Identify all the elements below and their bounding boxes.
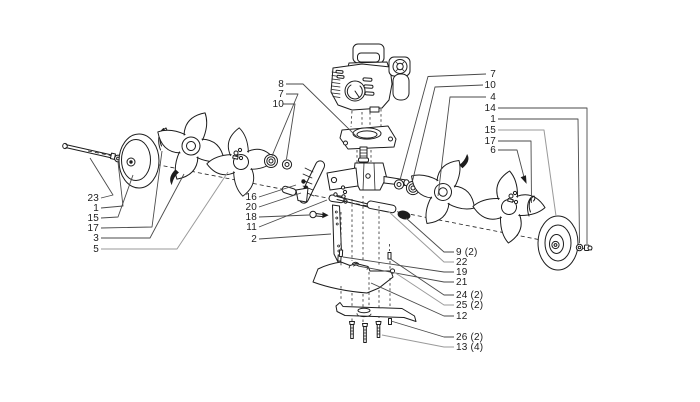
callout-5: 5: [93, 244, 99, 255]
muffler: [392, 73, 410, 101]
engine: [330, 43, 411, 113]
transmission: [326, 146, 410, 195]
callout-8: 8: [278, 79, 284, 90]
callout-23: 23: [87, 193, 99, 204]
tine-shaft: [333, 192, 411, 220]
callout-9: 9 (2): [456, 247, 478, 258]
right-wheel: [537, 215, 579, 271]
callout-1-left: 1: [93, 203, 99, 214]
callout-14: 14: [484, 103, 496, 114]
left-washer: [264, 154, 278, 168]
callout-7-top: 7: [278, 89, 284, 100]
callout-15-left: 15: [87, 213, 99, 224]
callout-24: 24 (2): [456, 290, 483, 301]
leader-lines: [89, 73, 588, 348]
drawbar-arm: [326, 167, 359, 191]
callout-3: 3: [93, 233, 99, 244]
callout-10-right: 10: [484, 80, 496, 91]
callout-11: 11: [246, 222, 257, 233]
right-hairpin-clip: [527, 195, 536, 217]
callout-25: 25 (2): [456, 300, 483, 311]
callout-7-right: 7: [490, 69, 496, 80]
callout-15-right: 15: [484, 125, 496, 136]
alignment-dashes-engine: [350, 109, 382, 128]
callout-20: 20: [245, 202, 257, 213]
alignment-dashes-shield: [340, 196, 391, 324]
left-tine-hub-hardware: [232, 147, 244, 161]
callout-17-right: 17: [484, 136, 496, 147]
callout-2: 2: [251, 234, 257, 245]
right-axle-hardware: [575, 243, 593, 252]
drag-bar: [281, 160, 326, 204]
callout-19: 19: [456, 267, 468, 278]
air-filter: [388, 56, 411, 77]
right-outer-tine: [466, 164, 552, 250]
callout-26: 26 (2): [456, 332, 483, 343]
wheel-axle-rod: [62, 142, 122, 163]
left-outer-tine: [151, 106, 231, 186]
callout-18: 18: [245, 212, 257, 223]
callout-labels: 8 7 10 23 1 15 17 3 5 16 20 18 11 2 7 10…: [87, 69, 496, 353]
right-flat-washer: [393, 179, 405, 190]
callout-21: 21: [456, 277, 468, 288]
callout-16: 16: [245, 192, 257, 203]
thrust-pad: [397, 210, 411, 220]
clevis-sleeve: [328, 194, 348, 204]
shield-hardware: [338, 243, 396, 274]
callout-17-left: 17: [87, 223, 99, 234]
callout-6: 6: [490, 145, 496, 156]
hitch-pin: [309, 210, 329, 219]
engine-mount-plate: [339, 125, 397, 150]
callout-22: 22: [456, 257, 468, 268]
callout-10-top: 10: [272, 99, 284, 110]
callout-12: 12: [456, 311, 468, 322]
engine-louvers: [362, 77, 375, 96]
mounting-bolts: [349, 318, 392, 343]
tine-shield: [312, 261, 394, 294]
recoil-starter: [344, 80, 366, 102]
left-flat-washer: [281, 159, 293, 170]
leader-arrowhead: [520, 175, 527, 184]
right-tine-hub-hardware: [507, 190, 519, 205]
small-bolt: [388, 318, 392, 325]
callout-13: 13 (4): [456, 342, 483, 353]
right-inner-tine: [402, 151, 484, 233]
engine-base-boss: [369, 106, 380, 113]
callout-4: 4: [490, 92, 496, 103]
lower-bracket: [335, 302, 417, 322]
callout-1-right: 1: [490, 114, 496, 125]
left-wheel: [118, 133, 160, 189]
